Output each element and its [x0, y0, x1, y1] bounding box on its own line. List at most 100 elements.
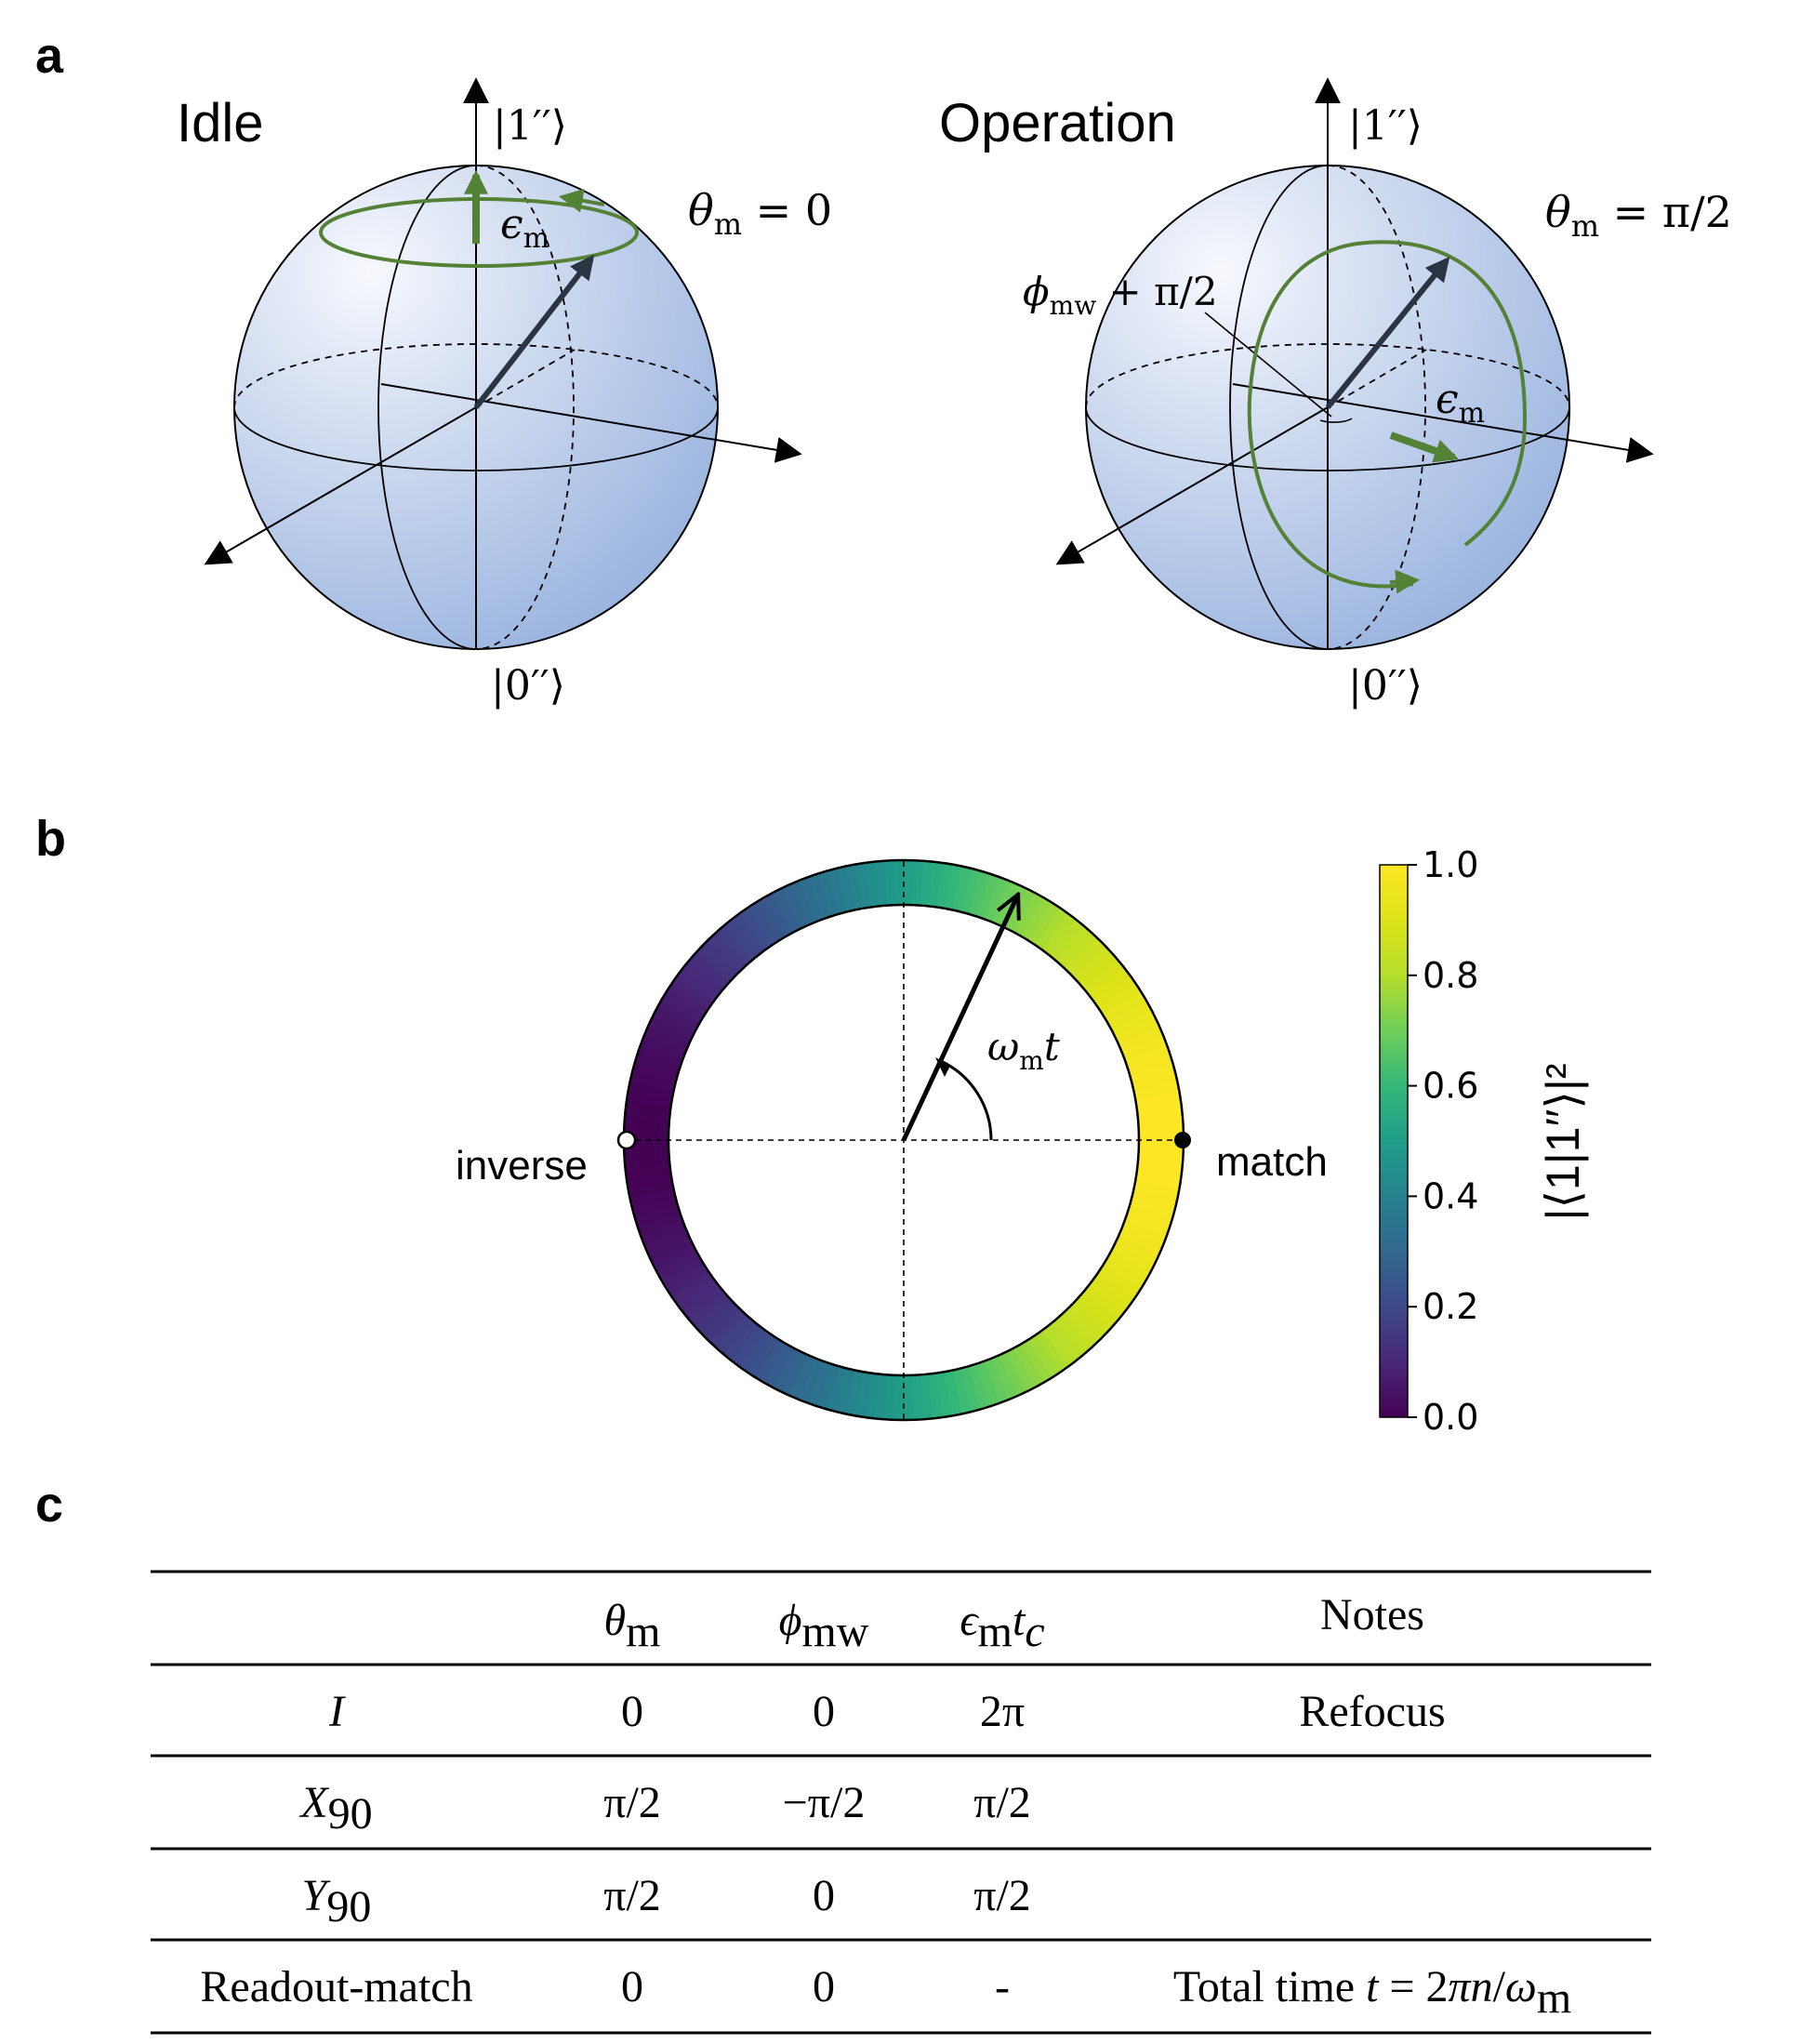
ring-segment	[714, 924, 754, 967]
table-header-row: θm ϕmw ϵmtc Notes	[604, 1590, 1424, 1656]
phase-ring-guides	[616, 858, 1191, 1422]
table-cell: π/2	[973, 1778, 1031, 1827]
ring-segment	[990, 879, 1018, 926]
ring-segment	[1048, 1319, 1086, 1361]
phi-pointer-line	[1204, 312, 1332, 418]
table-row: Y90 π/2 0 π/2	[302, 1871, 1031, 1931]
table-cell: Refocus	[1299, 1687, 1445, 1736]
colorbar-label: |⟨1|1′′⟩|²	[1537, 1064, 1589, 1221]
panel-a-letter: a	[35, 28, 64, 84]
table-header-cell: Notes	[1320, 1590, 1424, 1639]
ring-segment	[1110, 1241, 1158, 1272]
ring-segment	[636, 1043, 684, 1069]
ring-segment	[967, 869, 991, 918]
ring-segment	[928, 1372, 945, 1420]
match-label: match	[1216, 1139, 1328, 1185]
phase-ring	[622, 859, 1185, 1422]
ring-segment	[669, 975, 715, 1011]
ring-segment	[642, 1026, 690, 1054]
ring-segment	[1109, 1006, 1157, 1038]
ring-segment	[675, 967, 720, 1004]
colorbar-tick-label: 0.6	[1423, 1066, 1478, 1107]
ring-segment	[920, 1373, 935, 1421]
table-cell: 0	[813, 1687, 835, 1736]
omega-arc-arrowhead-icon	[935, 1057, 950, 1077]
ring-segment	[926, 860, 944, 909]
ring-segment	[982, 875, 1010, 923]
meridian-front	[377, 165, 477, 650]
ring-segment	[682, 1284, 725, 1322]
idle-ket-top: |1′′⟩	[493, 102, 567, 150]
ring-segment	[1088, 1276, 1132, 1313]
rotation-path-icon	[1247, 240, 1528, 589]
table-header-cell: ϵmtc	[960, 1596, 1044, 1656]
ring-segment	[1131, 1070, 1179, 1092]
ring-segment	[854, 861, 872, 910]
ring-segment	[623, 1156, 671, 1172]
ring-segment	[624, 1100, 672, 1118]
panel-c-letter: c	[35, 1477, 63, 1533]
ring-segment	[1019, 896, 1053, 942]
ring-segment	[627, 1180, 675, 1201]
ring-segment	[1013, 1342, 1046, 1388]
idle-ket-bottom: |0′′⟩	[491, 662, 565, 710]
ring-segment	[872, 859, 888, 908]
ring-segment	[1012, 891, 1044, 937]
table-row: I 0 0 2π Refocus	[328, 1687, 1446, 1736]
operation-ket-bottom: |0′′⟩	[1348, 662, 1423, 710]
ring-segment	[676, 1278, 721, 1315]
colorbar-gradient	[1379, 864, 1409, 1418]
table-cell: 2π	[980, 1687, 1025, 1736]
ring-segment	[722, 1319, 761, 1362]
ring-segment	[1113, 1015, 1160, 1045]
ring-segment	[1114, 1234, 1161, 1264]
gate-table: θm ϕmw ϵmtc Notes I 0 0 2π Refocus X90 π…	[151, 1570, 1651, 2035]
ring-segment	[715, 1314, 755, 1357]
ring-segment	[721, 919, 760, 962]
ring-segment	[798, 1357, 826, 1405]
operation-phi-label: ϕmw + π/2	[1023, 269, 1218, 321]
ring-segment	[1078, 1289, 1120, 1329]
ring-segment	[1126, 1052, 1174, 1076]
omega-arc	[940, 1059, 993, 1141]
table-header-cell: θm	[604, 1596, 661, 1656]
ring-segment	[1053, 1313, 1093, 1356]
ring-segment	[1092, 974, 1137, 1010]
ring-segment	[1134, 1171, 1183, 1189]
ring-segment	[999, 1349, 1028, 1397]
ring-segment	[623, 1120, 670, 1134]
ring-segment	[1065, 1302, 1107, 1343]
ring-segment	[1026, 901, 1061, 947]
ring-segment	[695, 1296, 736, 1336]
ring-segment	[1097, 981, 1143, 1016]
ring-segment	[1039, 911, 1077, 956]
ring-segment	[1020, 1337, 1054, 1384]
ring-segment	[1059, 930, 1099, 972]
bloch-sphere-operation: Operation |1′′⟩ |0′′⟩ θm = π/2 ϕmw + π/2…	[939, 77, 1732, 710]
ring-segment	[863, 860, 880, 909]
table-cell: Total time t = 2πn/ωm	[1173, 1962, 1571, 2023]
ring-segment	[747, 1334, 781, 1379]
state-vector-icon	[473, 254, 595, 409]
ring-segment	[627, 1082, 675, 1101]
ring-segment	[1123, 1211, 1171, 1237]
ring-segment	[623, 1110, 671, 1125]
ring-segment	[731, 1324, 768, 1369]
ring-segment	[629, 1188, 677, 1210]
ring-segment	[950, 865, 973, 913]
colorbar-tick-label: 0.4	[1423, 1175, 1478, 1216]
table-cell: 0	[813, 1871, 835, 1920]
ring-segment	[1132, 1080, 1181, 1100]
ring-segment	[640, 1220, 687, 1247]
ring-segment	[763, 1343, 795, 1389]
ring-segment	[630, 1196, 680, 1219]
ring-segment	[754, 1338, 788, 1385]
ring-segment	[729, 912, 766, 957]
ring-segment	[1102, 1255, 1148, 1290]
colorbar-ticks: 0.00.20.40.60.81.0	[1408, 844, 1478, 1438]
ring-segment	[1129, 1195, 1177, 1218]
table-cell: -	[995, 1962, 1010, 2011]
ring-segment	[1135, 1162, 1184, 1180]
ring-segment	[960, 1364, 983, 1414]
